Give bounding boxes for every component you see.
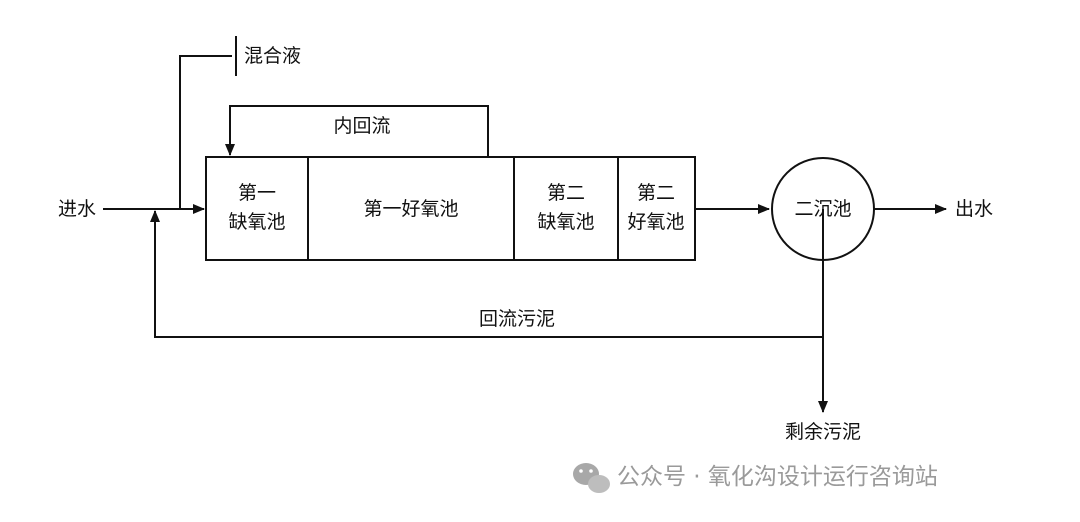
tank-3-label-line2: 缺氧池 [537,211,594,233]
clarifier-label: 二沉池 [794,198,851,220]
internal-recycle-arrow [225,105,489,157]
excess-sludge-label: 剩余污泥 [785,421,861,443]
wechat-icon [573,463,610,493]
return-sludge-arrow [150,210,823,338]
return-sludge-label: 回流污泥 [479,308,555,330]
watermark-text: 公众号 · 氧化沟设计运行咨询站 [617,464,938,490]
tank-4-label-line1: 第二 [637,182,675,204]
mixed-liquor-line [179,55,232,209]
tank-3-label-line1: 第二 [547,182,585,204]
internal-recycle-label: 内回流 [333,115,390,137]
tank-4-label-line2: 好氧池 [627,211,684,233]
mixed-liquor-label: 混合液 [244,45,301,67]
influent-label: 进水 [58,198,96,220]
tank-1-label-line1: 第一 [238,182,276,204]
tank-1-label-line2: 缺氧池 [228,211,285,233]
tank-2-label: 第一好氧池 [363,198,458,220]
effluent-label: 出水 [955,198,993,220]
